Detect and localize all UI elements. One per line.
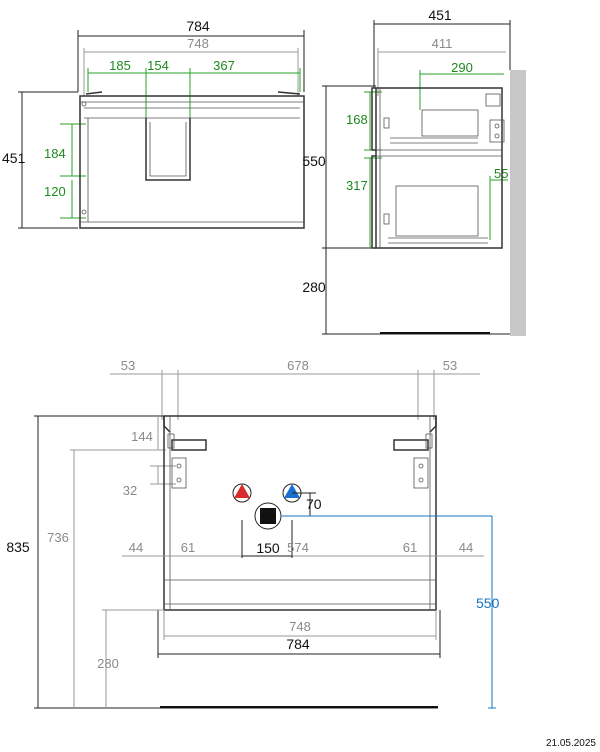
front-seg-right: 367 (213, 58, 235, 73)
rear-span: 678 (287, 358, 309, 373)
rear-hot-cold-offset: 70 (306, 496, 322, 512)
side-height: 550 (302, 153, 326, 169)
side-depth: 451 (428, 7, 452, 23)
rear-bracket-hole: 32 (123, 483, 137, 498)
rear-edge-right: 44 (459, 540, 473, 555)
side-offset: 55 (494, 166, 508, 181)
rear-edge-left: 44 (129, 540, 143, 555)
drawing-date: 21.05.2025 (546, 738, 596, 749)
rear-total-height: 835 (6, 539, 30, 555)
rear-view: 53 678 53 835 736 144 32 (6, 358, 500, 709)
side-drawer-depth: 290 (451, 60, 473, 75)
rear-drain-center: 574 (287, 540, 309, 555)
front-drawer: 184 (44, 146, 66, 161)
side-lower-drawer: 317 (346, 178, 368, 193)
rear-drain-width: 150 (256, 540, 280, 556)
side-upper-drawer: 168 (346, 112, 368, 127)
rear-overall-width: 784 (286, 636, 310, 652)
side-inner-depth: 411 (432, 36, 453, 51)
hot-water-icon (232, 483, 252, 503)
rear-inner-width: 748 (289, 619, 311, 634)
rear-mount-height: 736 (47, 530, 69, 545)
rear-inner-right: 61 (403, 540, 417, 555)
front-lower: 120 (44, 184, 66, 199)
rear-right-margin: 53 (443, 358, 457, 373)
front-view: 784 748 185 154 367 451 184 120 (2, 18, 305, 229)
rear-left-margin: 53 (121, 358, 135, 373)
rear-bracket-top: 144 (131, 429, 153, 444)
drain-icon (254, 502, 282, 530)
wall (510, 70, 526, 336)
rear-floor: 280 (97, 656, 119, 671)
front-seg-left: 185 (109, 58, 131, 73)
side-view: 451 411 290 168 550 317 55 280 (302, 7, 526, 336)
front-height: 451 (2, 150, 26, 166)
front-inner-width: 748 (187, 36, 209, 51)
front-overall-width: 784 (186, 18, 210, 34)
rear-inner-left: 61 (181, 540, 195, 555)
front-seg-mid: 154 (147, 58, 169, 73)
side-floor: 280 (302, 279, 326, 295)
rear-water-height: 550 (476, 595, 500, 611)
